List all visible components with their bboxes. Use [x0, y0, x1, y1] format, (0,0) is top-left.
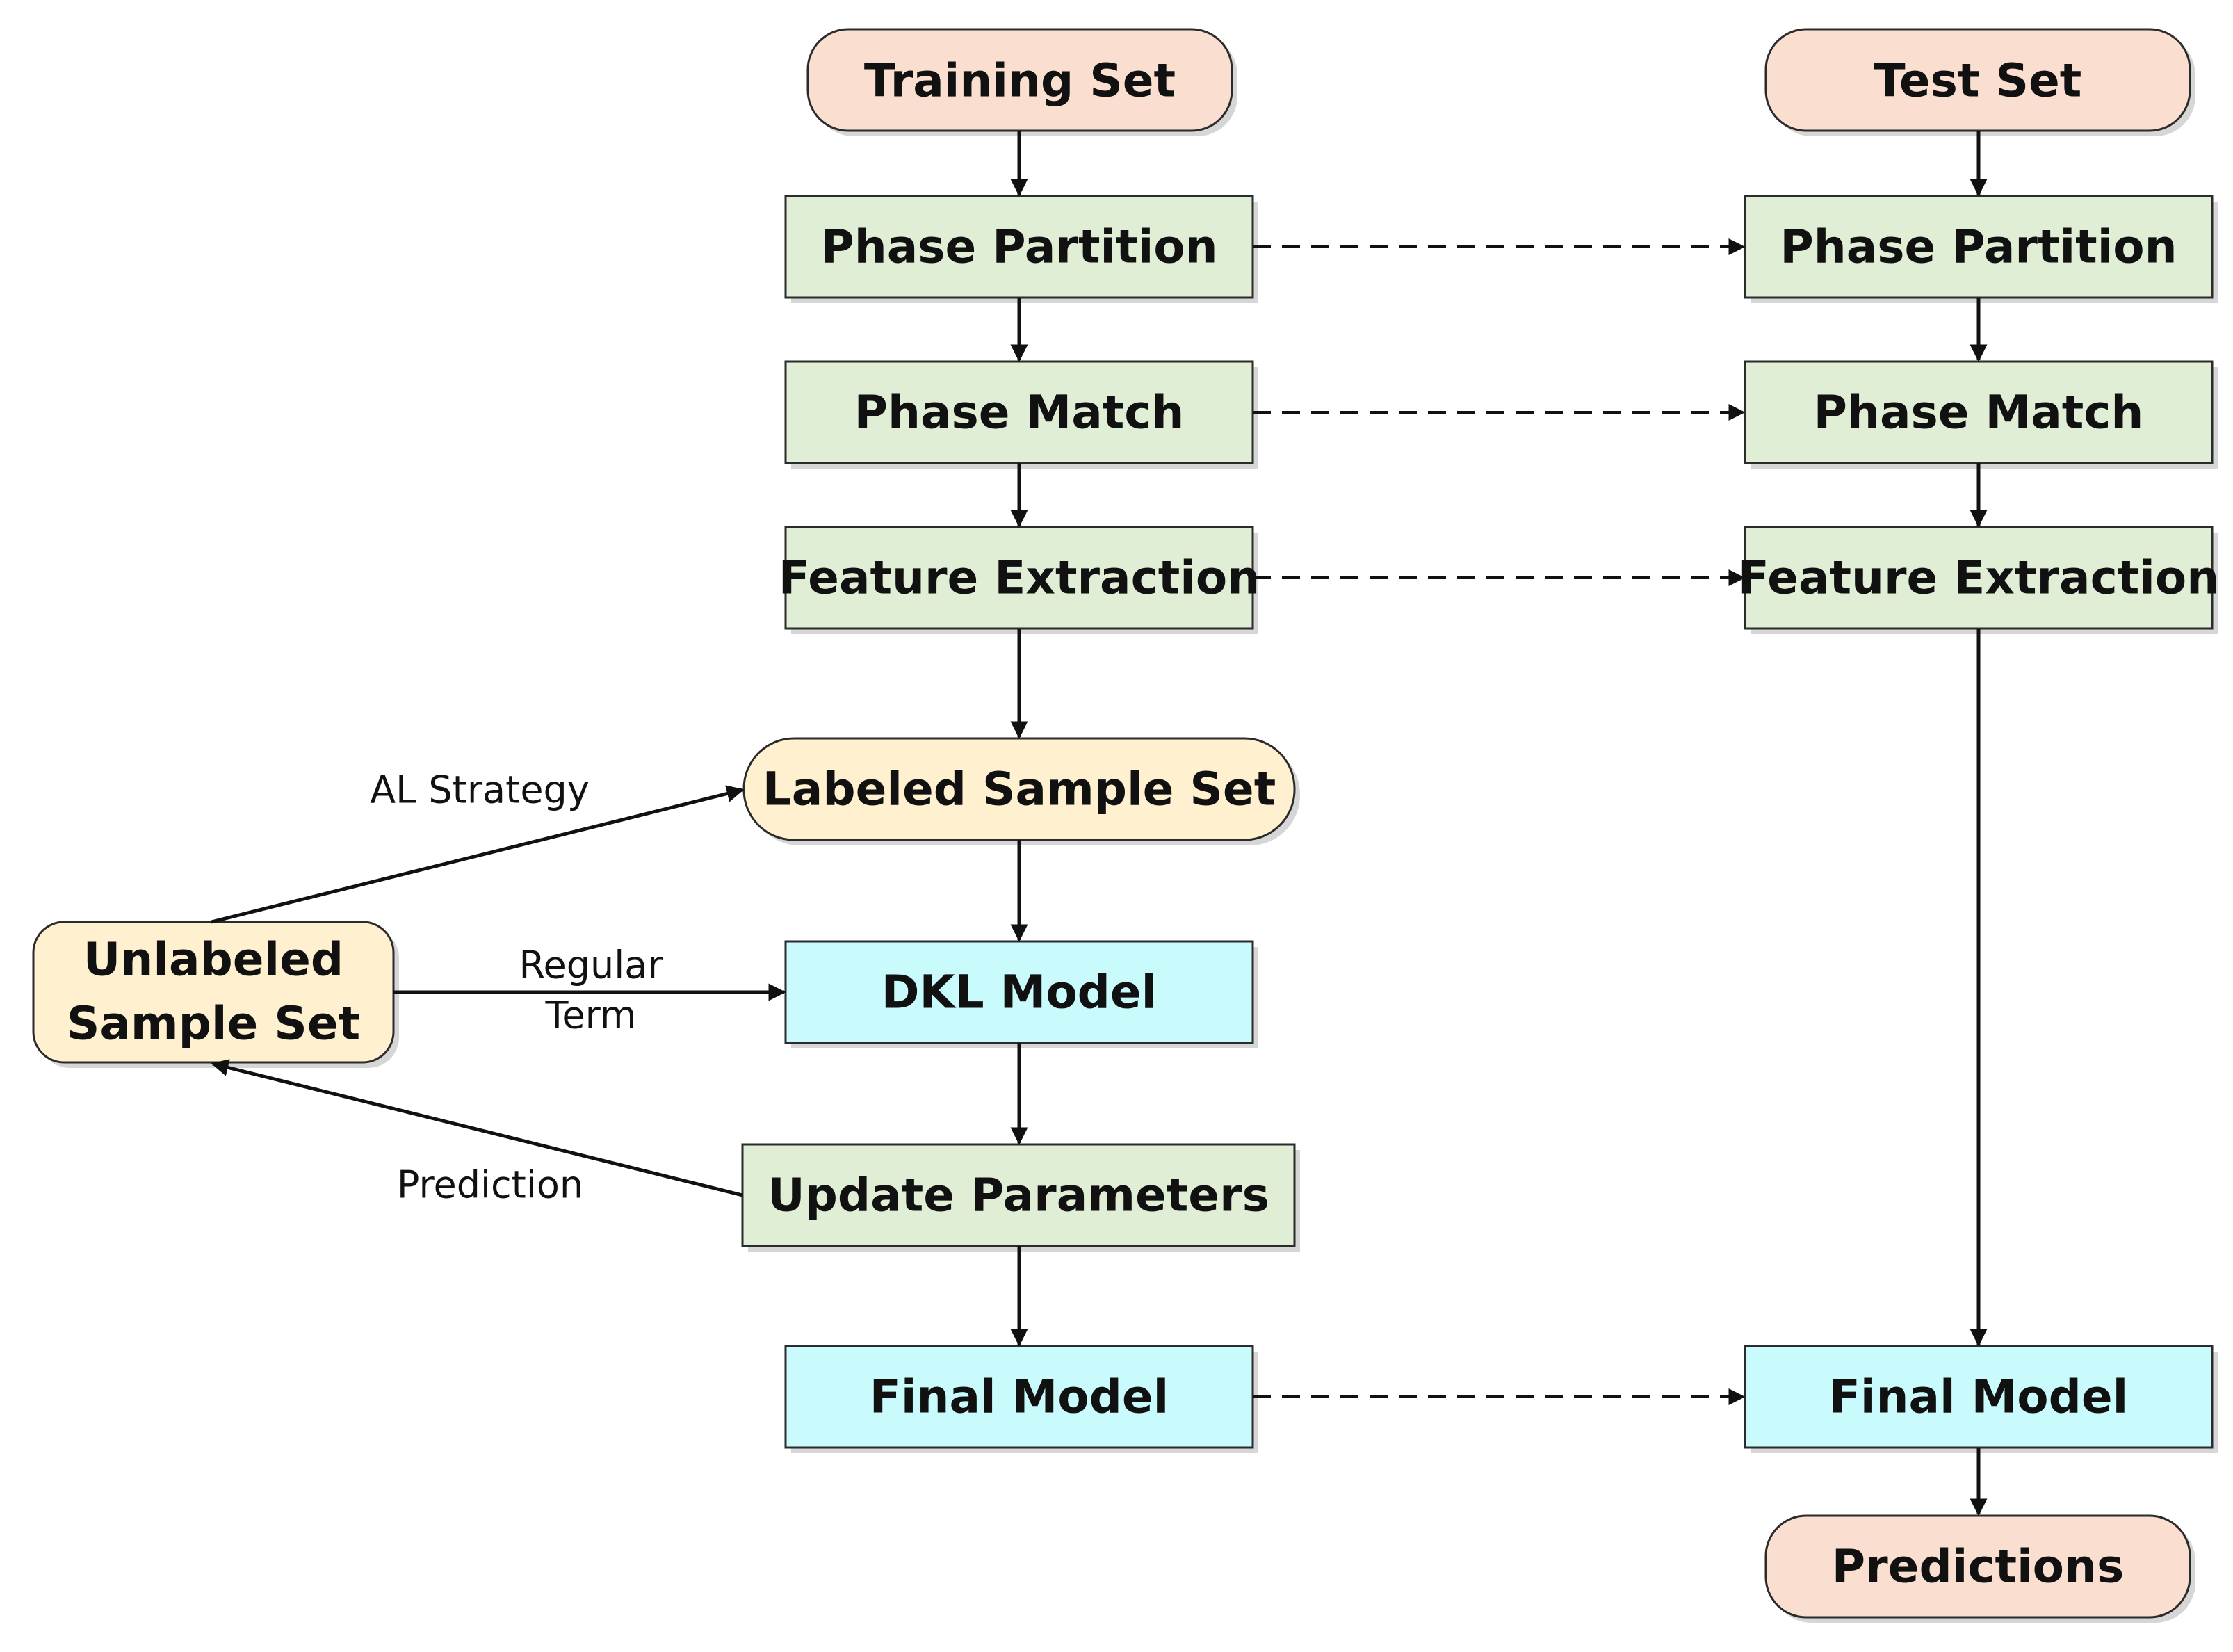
labeled-sample-set-node: Labeled Sample Set: [742, 737, 1300, 845]
unlabeled-sample-set-label-line2: Sample Set: [67, 997, 360, 1051]
training-set-node: Training Set: [806, 28, 1237, 136]
prediction-label: Prediction: [397, 1163, 583, 1207]
train-final-model-shape: [784, 1345, 1254, 1449]
test-phase-partition-node: Phase Partition: [1744, 195, 2218, 303]
arrow-al-strategy: [211, 785, 745, 924]
test-phase-partition-label: Phase Partition: [1780, 220, 2177, 274]
al-strategy-label: AL Strategy: [370, 768, 590, 812]
train-phase-partition-node: Phase Partition: [784, 195, 1258, 303]
test-final-model-node: Final Model: [1744, 1345, 2218, 1453]
test-phase-match-label: Phase Match: [1814, 386, 2144, 439]
train-feature-extraction-node: Feature Extraction: [779, 526, 1260, 634]
arrow-prediction: [211, 1059, 743, 1197]
update-parameters-label: Update Parameters: [768, 1169, 1269, 1222]
train-phase-match-shape: [784, 360, 1254, 464]
test-final-model-label: Final Model: [1829, 1370, 2128, 1424]
test-feature-extraction-label: Feature Extraction: [1738, 551, 2219, 605]
unlabeled-sample-set-node: Unlabeled Sample Set: [32, 921, 399, 1068]
dkl-model-shape: [784, 940, 1254, 1044]
dkl-model-label: DKL Model: [882, 966, 1158, 1019]
predictions-node: Predictions: [1764, 1514, 2195, 1623]
predictions-label: Predictions: [1832, 1540, 2124, 1594]
train-final-model-node: Final Model: [784, 1345, 1258, 1453]
dkl-model-node: DKL Model: [784, 940, 1258, 1048]
train-phase-partition-label: Phase Partition: [820, 220, 1217, 274]
unlabeled-sample-set-label-line1: Unlabeled: [83, 933, 343, 987]
labeled-sample-set-label: Labeled Sample Set: [763, 763, 1276, 816]
test-set-label: Test Set: [1874, 54, 2082, 108]
update-parameters-node: Update Parameters: [741, 1143, 1300, 1252]
test-phase-match-node: Phase Match: [1744, 360, 2218, 469]
train-phase-match-label: Phase Match: [854, 386, 1185, 439]
train-feature-extraction-label: Feature Extraction: [779, 551, 1260, 605]
train-final-model-label: Final Model: [870, 1370, 1169, 1424]
test-set-node: Test Set: [1764, 28, 2195, 136]
test-feature-extraction-node: Feature Extraction: [1738, 526, 2219, 634]
regular-term-label-line2: Term: [545, 994, 637, 1037]
training-set-label: Training Set: [864, 54, 1176, 108]
train-phase-match-node: Phase Match: [784, 360, 1258, 469]
regular-term-label-line1: Regular: [519, 944, 663, 987]
test-phase-partition-shape: [1744, 195, 2214, 299]
